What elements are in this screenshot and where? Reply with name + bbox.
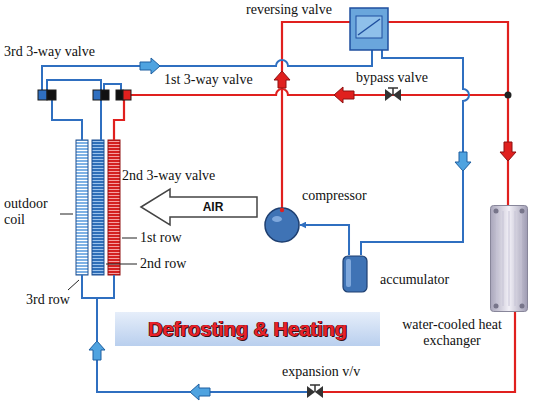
outdoor-coil: [76, 140, 120, 275]
heat-exchanger-node: water-cooled heat exchanger: [490, 205, 528, 312]
node-text: AIR: [203, 200, 224, 214]
bypass-valve-symbol: [385, 88, 401, 101]
compressor-node: compressor: [264, 207, 300, 243]
cold-pipe: [42, 50, 469, 392]
component-label: bypass valve: [356, 70, 428, 86]
leader-line: [60, 214, 137, 290]
component-label: 2nd row: [140, 256, 186, 272]
hot-gas-pipe: [114, 22, 515, 392]
node-text: compressor: [302, 188, 367, 204]
node-shape: [490, 205, 528, 312]
component-label: reversing valve: [246, 2, 332, 18]
air-arrow: AIR: [140, 188, 258, 226]
title-band: Defrosting & Heating: [115, 312, 380, 346]
component-label: 3rd row: [26, 292, 70, 308]
junction-dot: [505, 92, 512, 99]
component-label: outdoor coil: [4, 196, 62, 228]
node-text: water-cooled heat exchanger: [402, 317, 502, 349]
node-shape: [140, 188, 258, 226]
node-shape: [342, 255, 368, 293]
component-label: 2nd 3-way valve: [122, 168, 215, 184]
component-label: 1st 3-way valve: [164, 72, 253, 88]
pipe-connector: [300, 225, 349, 255]
flow-arrow: [89, 58, 516, 400]
expansion-valve-symbol: [307, 385, 323, 398]
component-label: 1st row: [140, 230, 182, 246]
component-label: expansion v/v: [282, 364, 360, 380]
accumulator-node: accumulator: [342, 255, 368, 293]
node-shape: [264, 207, 300, 243]
component-label: 3rd 3-way valve: [4, 44, 95, 60]
node-text: Defrosting & Heating: [148, 318, 347, 340]
reversing-valve-symbol: [350, 8, 388, 50]
node-text: accumulator: [380, 272, 449, 288]
three-way-valve: [38, 90, 131, 100]
